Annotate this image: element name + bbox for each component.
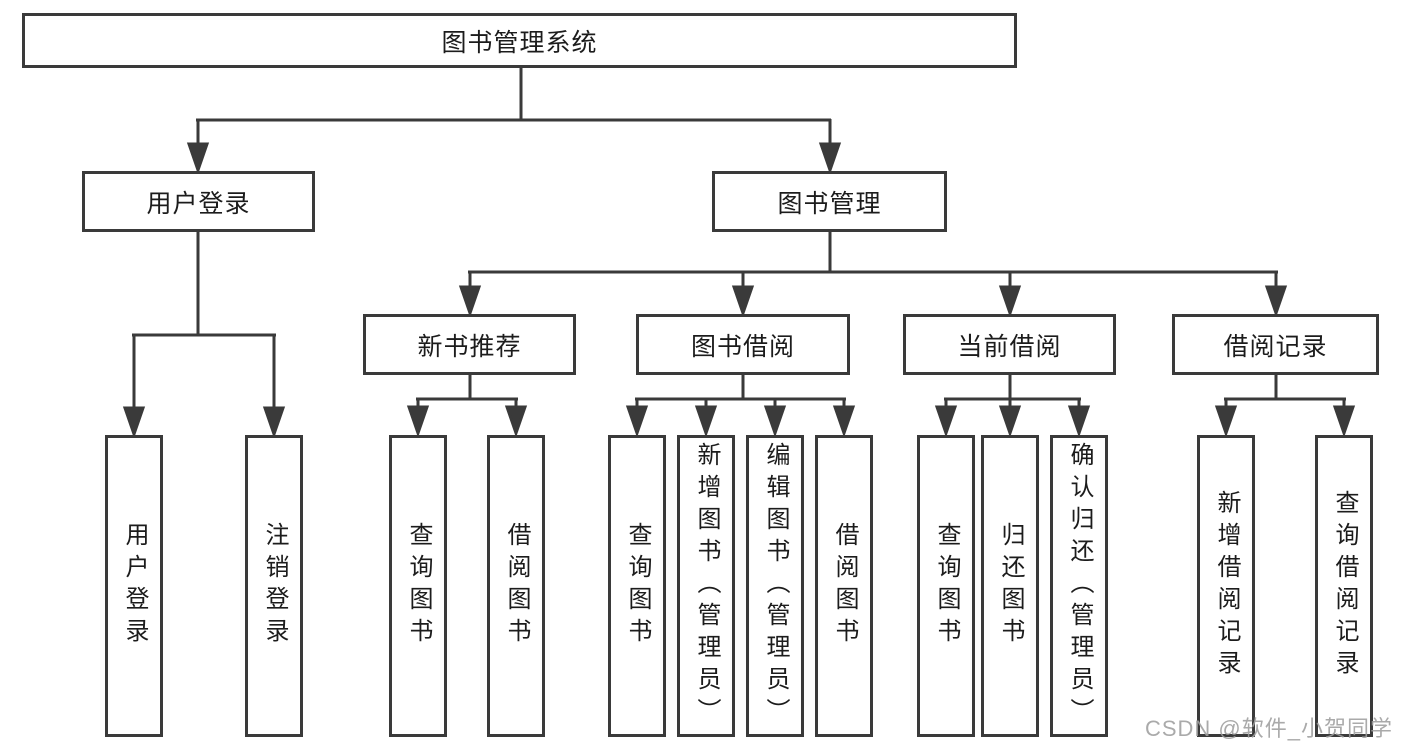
node-book-borrow: 图书借阅: [636, 314, 850, 375]
leaf-query-borrow-record: 查询借阅记录: [1315, 435, 1373, 737]
node-label: 注销登录: [261, 522, 288, 650]
leaf-confirm-return-admin: 确认归还（管理员）: [1050, 435, 1108, 737]
node-label: 新书推荐: [417, 332, 522, 361]
leaf-logout: 注销登录: [245, 435, 303, 737]
leaf-borrow-books-recommend: 借阅图书: [487, 435, 545, 737]
node-label: 新增图书（管理员）: [693, 442, 720, 730]
leaf-query-books-recommend: 查询图书: [389, 435, 447, 737]
node-book-management: 图书管理: [712, 171, 947, 232]
leaf-return-books: 归还图书: [981, 435, 1039, 737]
node-label: 查询图书: [405, 522, 432, 650]
node-current-borrow: 当前借阅: [903, 314, 1116, 375]
leaf-query-books-current: 查询图书: [917, 435, 975, 737]
leaf-query-books-borrow: 查询图书: [608, 435, 666, 737]
node-label: 查询图书: [933, 522, 960, 650]
node-label: 用户登录: [121, 522, 148, 650]
leaf-user-login: 用户登录: [105, 435, 163, 737]
node-label: 归还图书: [997, 522, 1024, 650]
node-label: 图书管理系统: [441, 28, 598, 57]
node-new-book-recommend: 新书推荐: [363, 314, 576, 375]
watermark-text: CSDN @软件_小贺同学: [1144, 716, 1393, 741]
leaf-borrow-books: 借阅图书: [815, 435, 873, 737]
node-label: 借阅记录: [1223, 332, 1328, 361]
node-label: 查询图书: [624, 522, 651, 650]
node-label: 查询借阅记录: [1331, 490, 1358, 682]
node-label: 用户登录: [146, 189, 251, 218]
node-label: 新增借阅记录: [1213, 490, 1240, 682]
leaf-add-books-admin: 新增图书（管理员）: [677, 435, 735, 737]
node-label: 确认归还（管理员）: [1066, 442, 1093, 730]
node-label: 编辑图书（管理员）: [762, 442, 789, 730]
node-user-login: 用户登录: [82, 171, 315, 232]
leaf-add-borrow-record: 新增借阅记录: [1197, 435, 1255, 737]
node-label: 借阅图书: [831, 522, 858, 650]
node-root-system: 图书管理系统: [22, 13, 1017, 68]
node-label: 借阅图书: [503, 522, 530, 650]
node-label: 图书管理: [777, 189, 882, 218]
node-label: 当前借阅: [957, 332, 1062, 361]
leaf-edit-books-admin: 编辑图书（管理员）: [746, 435, 804, 737]
node-borrow-records: 借阅记录: [1172, 314, 1379, 375]
node-label: 图书借阅: [690, 332, 795, 361]
